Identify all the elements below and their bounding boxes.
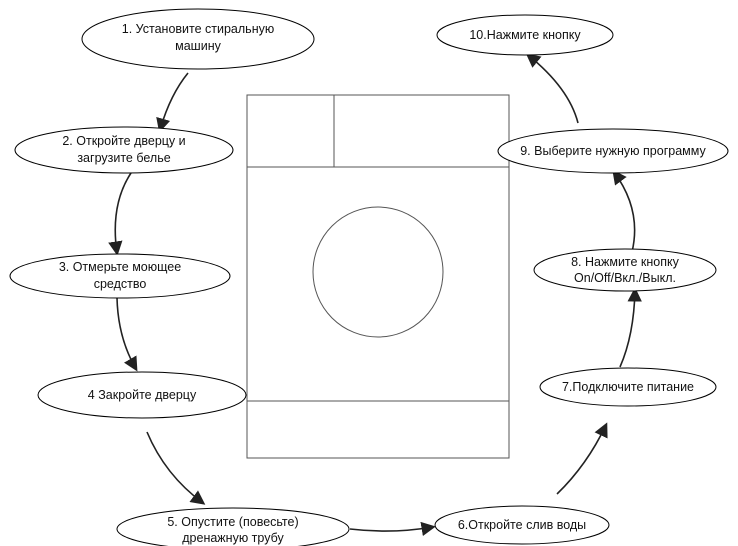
step-10: 10.Нажмите кнопку [436,14,614,56]
step-ellipse [37,371,247,419]
step-ellipse [434,505,610,545]
arrow-6-to-7 [556,422,608,495]
arrow-7-to-8 [619,287,642,368]
step-ellipse [539,367,717,407]
machine-body [246,94,510,459]
arrow-9-to-10 [525,53,579,124]
step-4: 4 Закройте дверцу [37,371,247,419]
step-label: 2. Откройте дверцу и [62,134,185,148]
step-label: On/Off/Вкл./Выкл. [574,271,676,285]
step-2: 2. Откройте дверцу и загрузите белье [14,126,234,174]
step-5: 5. Опустите (повесьте) дренажную трубу [116,507,350,546]
step-label: 10.Нажмите кнопку [469,28,581,42]
step-3: 3. Отмерьте моющее средство [9,253,231,299]
flow-arrows [108,53,642,537]
arrow-8-to-9 [612,169,636,253]
step-label: 3. Отмерьте моющее [59,260,181,274]
step-ellipse [533,248,717,292]
step-label: машину [175,39,221,53]
step-8: 8. Нажмите кнопку On/Off/Вкл./Выкл. [533,248,717,292]
arrow-5-to-6 [349,521,436,537]
steps: 1. Установите стиральную машину 2. Откро… [9,8,729,546]
washing-machine-illustration [246,94,510,459]
step-label: загрузите белье [77,151,170,165]
step-ellipse [116,507,350,546]
step-ellipse [81,8,315,70]
step-9: 9. Выберите нужную программу [497,128,729,174]
arrow-1-to-2 [156,72,189,133]
step-1: 1. Установите стиральную машину [81,8,315,70]
step-label: 6.Откройте слив воды [458,518,586,532]
step-label: 5. Опустите (повесьте) [167,515,298,529]
step-6: 6.Откройте слив воды [434,505,610,545]
arrow-3-to-4 [116,297,138,372]
step-ellipse [9,253,231,299]
step-label: 4 Закройте дверцу [88,388,197,402]
step-label: 9. Выберите нужную программу [520,144,706,158]
step-ellipse [497,128,729,174]
step-label: средство [94,277,147,291]
step-label: дренажную трубу [182,531,284,545]
step-label: 7.Подключите питание [562,380,694,394]
step-7: 7.Подключите питание [539,367,717,407]
step-label: 8. Нажмите кнопку [571,255,680,269]
step-ellipse [436,14,614,56]
arrow-2-to-3 [108,172,132,256]
machine-door [312,206,444,338]
arrow-4-to-5 [146,431,206,505]
step-ellipse [14,126,234,174]
step-label: 1. Установите стиральную [122,22,274,36]
